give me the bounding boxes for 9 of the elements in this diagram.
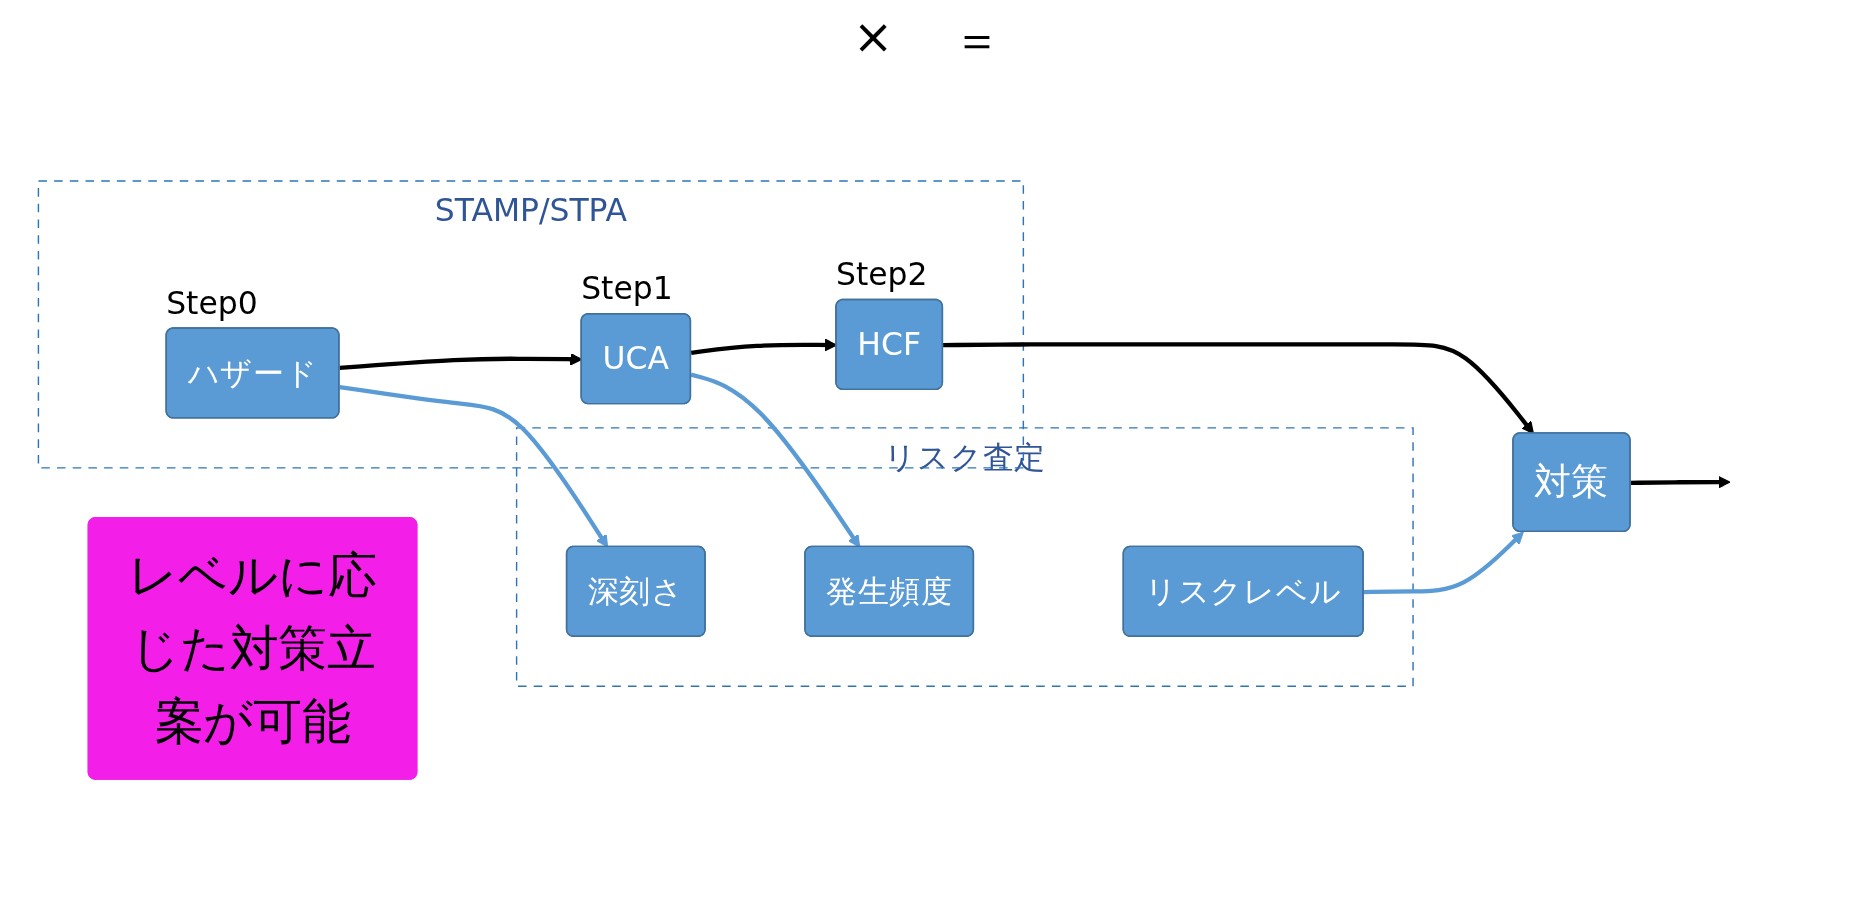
operator-sign: ＝ <box>953 10 1002 69</box>
arrow <box>690 372 861 548</box>
arrow <box>1363 531 1524 595</box>
operator-sign: × <box>852 8 894 66</box>
step-label: Step1 <box>581 270 673 307</box>
step-label: Step2 <box>835 256 928 293</box>
step-label: Step0 <box>166 284 258 321</box>
arrow <box>1630 475 1731 489</box>
arrow <box>339 384 609 548</box>
